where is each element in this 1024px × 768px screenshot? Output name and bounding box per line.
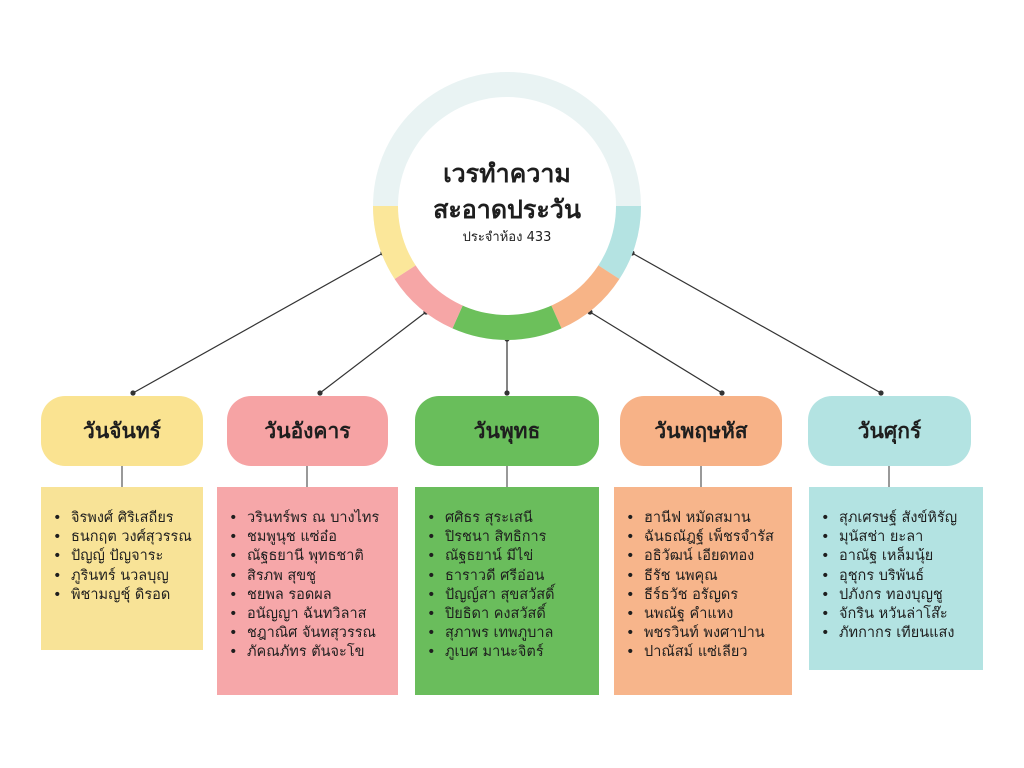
diagram-subtitle: ประจำห้อง 433 (462, 230, 552, 245)
list-item: จิรพงศ์ ศิริเสถียร (53, 509, 197, 528)
list-item: ฮานีฟ หมัดสมาน (626, 509, 786, 528)
list-item: สุภเศรษฐ์ สังข์หิรัญ (821, 509, 977, 528)
list-item: ภัคณภัทร ตันจะโข (229, 643, 392, 662)
list-item: ฉันธณัฎฐ์ เพ็ชรจำรัส (626, 528, 786, 547)
list-item: ธีร์ธวัช อรัญดร (626, 586, 786, 605)
list-item: ธีรัช นพคุณ (626, 567, 786, 586)
connector-dot-monday-end (130, 390, 136, 396)
ring-segment-green (452, 304, 562, 340)
list-item: อุชุกร บริพันธ์ (821, 567, 977, 586)
list-item: ชยพล รอดผล (229, 586, 392, 605)
name-list-friday: สุภเศรษฐ์ สังข์หิรัญ มุนัสช่า ยะลา อาณัฐ… (809, 487, 983, 670)
list-item: สิรภพ สุขชู (229, 567, 392, 586)
list-item: อาณัฐ เหล็มนุ้ย (821, 547, 977, 566)
connector-dot-thursday-end (719, 390, 725, 396)
connector-line-tuesday (319, 311, 427, 394)
list-item: ปภังกร ทองบุญชู (821, 586, 977, 605)
day-header-monday: วันจันทร์ (41, 396, 203, 466)
connector-line-monday (132, 252, 384, 394)
list-item: ภัทกากร เทียนแสง (821, 624, 977, 643)
list-item: ธาราวดี ศรีอ่อน (427, 567, 593, 586)
list-item: ศศิธร สุระเสนี (427, 509, 593, 528)
list-item: ปาณัสม์ แซ่เลียว (626, 643, 786, 662)
ring-segment-cyan (597, 205, 641, 279)
diagram-title-line-2: สะอาดประวัน (433, 195, 581, 224)
list-item: พชรวินท์ พงศาปาน (626, 624, 786, 643)
list-item: พิชามญชุ์ ดิรอด (53, 586, 197, 605)
list-item: ภูรินทร์ นวลบุญ (53, 567, 197, 586)
connector-line-thursday (589, 311, 723, 394)
connector-line-friday (631, 252, 882, 394)
day-header-wednesday: วันพุทธ (415, 396, 599, 466)
list-item: ปัญญ์ ปัญจาระ (53, 547, 197, 566)
ring-segment-pink (394, 264, 464, 329)
connector-dot-friday-end (878, 390, 884, 396)
name-list-monday: จิรพงศ์ ศิริเสถียร ธนกฤต วงศ์สุวรรณ ปัญญ… (41, 487, 203, 650)
day-header-tuesday: วันอังคาร (227, 396, 388, 466)
list-item: ธนกฤต วงศ์สุวรรณ (53, 528, 197, 547)
list-item: ปิยธิดา คงสวัสดิ์ (427, 605, 593, 624)
list-item: ปัญญ์สา สุขสวัสดิ์ (427, 586, 593, 605)
list-item: ณัฐธยาน์ มีไข่ (427, 547, 593, 566)
list-item: ปิรชนา สิทธิการ (427, 528, 593, 547)
connector-dot-tuesday-end (317, 390, 323, 396)
ring-center (398, 97, 616, 315)
ring-segment-orange (550, 264, 620, 329)
list-item: ชฎาณิศ จันทสุวรรณ (229, 624, 392, 643)
list-item: ภูเบศ มานะจิตร์ (427, 643, 593, 662)
ring-segment-yellow (373, 205, 417, 279)
list-item: มุนัสช่า ยะลา (821, 528, 977, 547)
name-list-wednesday: ศศิธร สุระเสนี ปิรชนา สิทธิการ ณัฐธยาน์ … (415, 487, 599, 695)
title-ring (373, 72, 641, 340)
diagram-title-line-1: เวรทำความ (443, 159, 571, 188)
list-item: อนัญญา ฉันทวิลาส (229, 605, 392, 624)
list-item: สุภาพร เทพภูบาล (427, 624, 593, 643)
list-item: อธิวัฒน์ เอียดทอง (626, 547, 786, 566)
name-list-tuesday: วรินทร์พร ณ บางไทร ชมพูนุช แซ่อ๋อ ณัฐธยา… (217, 487, 398, 695)
list-item: ชมพูนุช แซ่อ๋อ (229, 528, 392, 547)
connectors (130, 250, 884, 396)
header-box-links (121, 466, 890, 487)
day-header-friday: วันศุกร์ (808, 396, 971, 466)
list-item: จักริน หวันล่าโส๊ะ (821, 605, 977, 624)
list-item: นพณัฐ คำแหง (626, 605, 786, 624)
list-item: วรินทร์พร ณ บางไทร (229, 509, 392, 528)
name-list-thursday: ฮานีฟ หมัดสมาน ฉันธณัฎฐ์ เพ็ชรจำรัส อธิว… (614, 487, 792, 695)
connector-dot-wednesday-end (504, 390, 510, 396)
list-item: ณัฐธยานี พุทธชาติ (229, 547, 392, 566)
day-header-thursday: วันพฤษหัส (620, 396, 782, 466)
